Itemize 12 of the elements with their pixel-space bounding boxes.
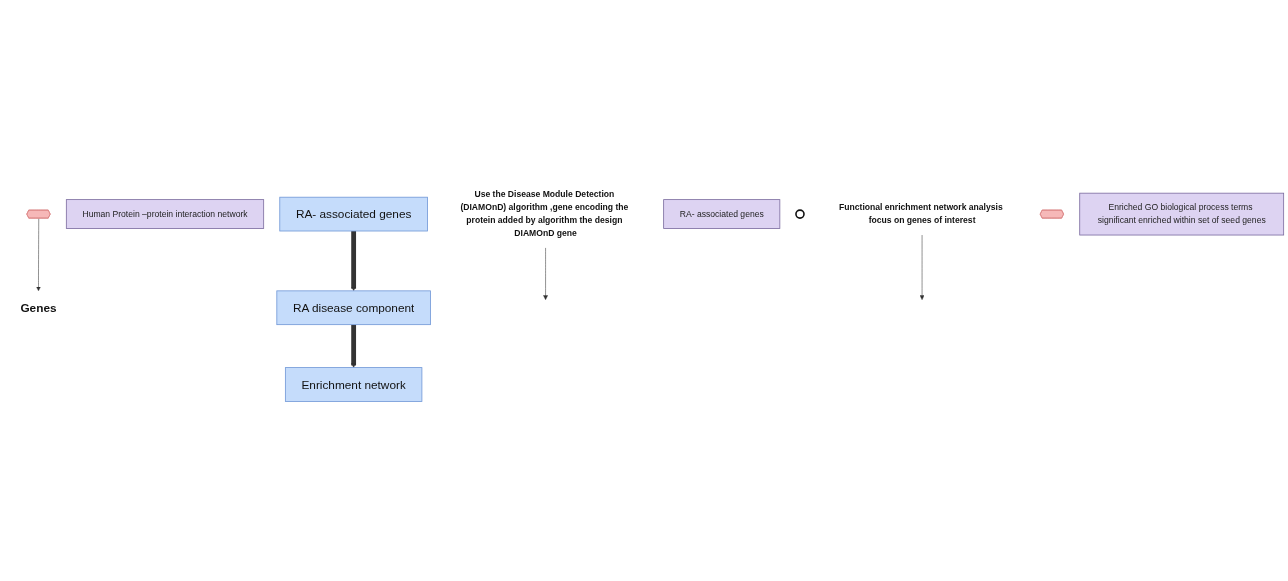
node-box: RA disease component xyxy=(276,290,431,325)
node-text: Use the Disease Module Detection (DIAMOnD) algorithm ,gene encoding the protein added by algorithm the design DIAMOnD gene xyxy=(460,189,629,238)
node-box: RA- associated genes xyxy=(279,196,428,232)
node-box: Enriched GO biological process terms significant enriched within set of seed genes xyxy=(1079,192,1285,236)
arrow xyxy=(351,324,357,368)
node-text: Functional enrichment network analysis focus on genes of interest xyxy=(839,202,1003,225)
arrow xyxy=(351,230,357,291)
node-text: Genes xyxy=(20,300,57,315)
node-circle xyxy=(795,208,805,219)
node-box: Human Protein –protein interaction network xyxy=(65,198,265,229)
node-box: RA- associated genes xyxy=(663,198,781,229)
node-box: Enrichment network xyxy=(284,366,423,402)
